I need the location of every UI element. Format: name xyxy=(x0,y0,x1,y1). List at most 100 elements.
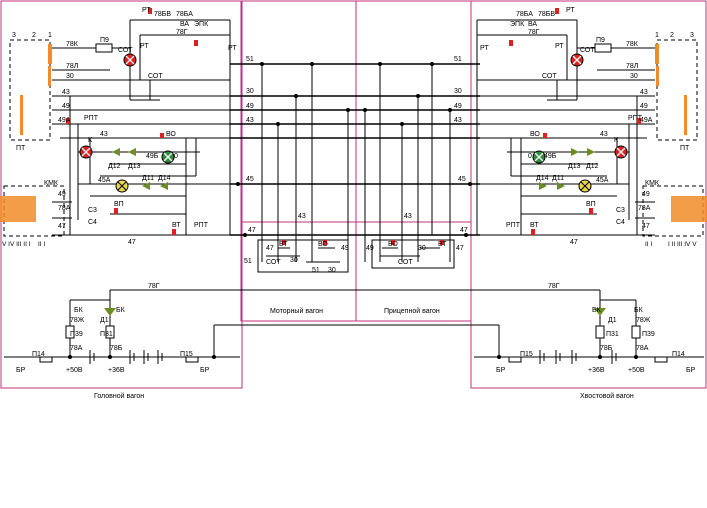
bus-30-label: 30 xyxy=(246,88,254,95)
right-78g: 78Г xyxy=(528,29,540,36)
left-k: К xyxy=(88,137,93,144)
motor-43-label: 43 xyxy=(298,213,306,220)
left-d14: Д14 xyxy=(158,175,171,182)
diode-d11-right-icon xyxy=(557,182,565,190)
left-47: 47 xyxy=(58,223,66,230)
left-sot2: СОТ xyxy=(148,73,163,80)
left-78ba: 78БА xyxy=(176,11,193,18)
lp-bk2: БК xyxy=(116,307,126,314)
right-43b: 43 xyxy=(600,131,608,138)
motor-47: 47 xyxy=(266,245,274,252)
rp-50v: +50В xyxy=(628,367,645,374)
left-49: 49 xyxy=(62,103,70,110)
left-vt: ВТ xyxy=(172,222,181,229)
bus-43-label-right: 43 xyxy=(454,117,462,124)
right-pin-2: 2 xyxy=(670,32,674,39)
left-vp: ВП xyxy=(114,201,124,208)
diode-d1-icon xyxy=(104,308,116,316)
lp-d1: Д1 xyxy=(100,317,109,324)
right-49: 49 xyxy=(640,103,648,110)
motor-wagon-frame xyxy=(240,0,357,322)
right-78a: 78А xyxy=(638,205,651,212)
lp-p15: П15 xyxy=(180,351,193,358)
bus-78g-label-right: 78Г xyxy=(548,283,560,290)
right-30: 30 xyxy=(630,73,638,80)
right-c4: С4 xyxy=(616,219,625,226)
left-49a: 49А xyxy=(58,117,71,124)
trailer-43-label: 43 xyxy=(404,213,412,220)
right-78l: 78Л xyxy=(626,63,639,70)
bus-49-label-right: 49 xyxy=(454,103,462,110)
right-sot: СОТ xyxy=(580,47,595,54)
right-d13: Д13 xyxy=(568,163,581,170)
right-78bv: 78БВ xyxy=(538,11,555,18)
right-47b: 47 xyxy=(570,239,578,246)
motor-lower-box xyxy=(257,239,349,273)
left-kmk-label: КМК xyxy=(44,180,59,187)
lp-p31: П31 xyxy=(100,331,113,338)
left-47b: 47 xyxy=(128,239,136,246)
lp-50v: +50В xyxy=(66,367,83,374)
motor-vo: ВО xyxy=(318,241,328,248)
left-45a: 45А xyxy=(98,177,111,184)
left-pin-2: 2 xyxy=(32,32,36,39)
left-epk: ЭПК xyxy=(194,21,209,28)
right-zero: 0 xyxy=(528,153,532,160)
right-sot2: СОТ xyxy=(542,73,557,80)
left-sot: СОТ xyxy=(118,47,133,54)
left-pin-1: 1 xyxy=(48,32,52,39)
bus-51-label: 51 xyxy=(246,56,254,63)
left-c3: С3 xyxy=(88,207,97,214)
bus-lines xyxy=(109,63,601,357)
right-vo: ВО xyxy=(530,131,540,138)
right-epk: ЭПК xyxy=(510,21,525,28)
diode-d13-right-icon xyxy=(571,148,579,156)
rp-bk: БК xyxy=(634,307,644,314)
right-vt: ВТ xyxy=(530,222,539,229)
bus-nodes xyxy=(236,62,472,237)
diode-d14-right-icon xyxy=(539,182,547,190)
right-rpt2: РПТ xyxy=(506,222,521,229)
rp-78zh: 78Ж xyxy=(636,317,651,324)
trailer-vt: ВТ xyxy=(438,241,447,248)
left-va: ВА xyxy=(180,21,189,28)
tail-wagon-frame xyxy=(470,0,707,389)
rp-br: БР xyxy=(686,367,696,374)
lp-bk: БК xyxy=(74,307,84,314)
rp-p31: П31 xyxy=(606,331,619,338)
p9-resistor xyxy=(95,43,113,53)
motor-vt: ВТ xyxy=(279,241,288,248)
rp-p39: П39 xyxy=(642,331,655,338)
rp-bk2: БК xyxy=(592,307,602,314)
trailer-vo: ВО xyxy=(388,241,398,248)
rp-78a: 78А xyxy=(636,345,649,352)
right-romans: II I xyxy=(645,241,652,248)
diode-d12-right-icon xyxy=(587,148,595,156)
right-p9: П9 xyxy=(596,37,605,44)
left-rt: РТ xyxy=(142,7,151,14)
right-vp: ВП xyxy=(586,201,596,208)
bus-47-label: 47 xyxy=(248,227,256,234)
bus-43-label: 43 xyxy=(246,117,254,124)
trailer-wagon-frame xyxy=(355,0,472,322)
bus-45-label-right: 45 xyxy=(458,176,466,183)
right-45a: 45А xyxy=(596,177,609,184)
p9-resistor-right xyxy=(594,43,612,53)
left-rpt: РПТ xyxy=(84,115,99,122)
diode-d13-icon xyxy=(128,148,136,156)
right-romans2: I II III IV V xyxy=(668,241,697,248)
right-c3: С3 xyxy=(616,207,625,214)
left-78g: 78Г xyxy=(176,29,188,36)
motor-51b: 51 xyxy=(312,267,320,274)
lp-36v: +36В xyxy=(108,367,125,374)
right-49b-label: 49Б xyxy=(544,153,557,160)
left-c4: С4 xyxy=(88,219,97,226)
right-pin-1: 1 xyxy=(655,32,659,39)
left-78k: 78К xyxy=(66,41,79,48)
right-d12: Д12 xyxy=(586,163,599,170)
left-d13: Д13 xyxy=(128,163,141,170)
rp-p15: П15 xyxy=(520,351,533,358)
pt-block xyxy=(9,39,51,141)
bus-49-label: 49 xyxy=(246,103,254,110)
